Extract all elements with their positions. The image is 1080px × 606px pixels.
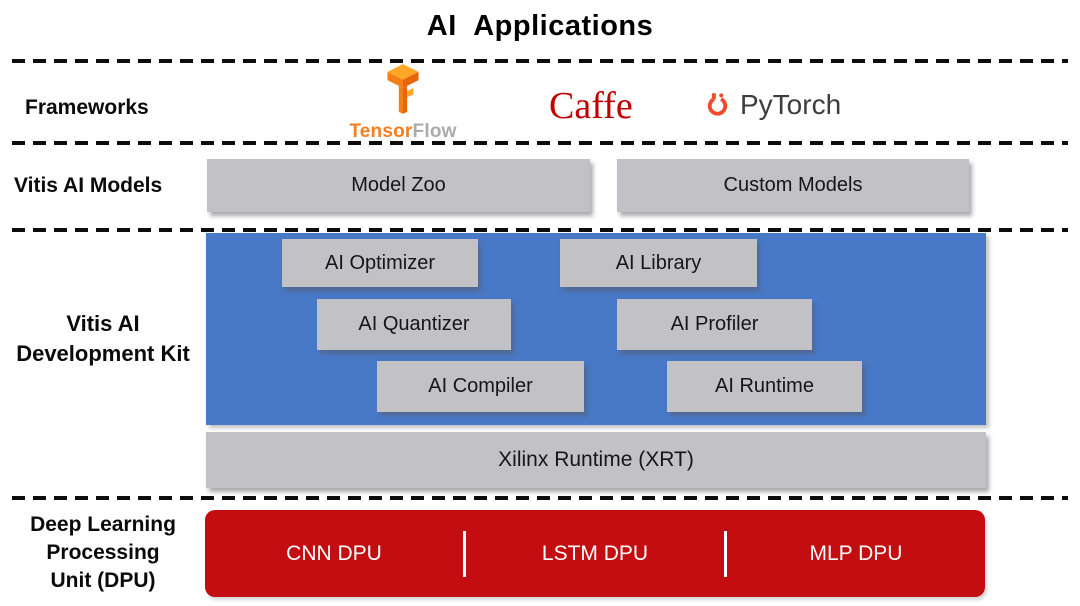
custom-models-box: Custom Models — [617, 159, 969, 212]
dpu-divider-2 — [724, 530, 727, 577]
tensorflow-wordmark-flow: Flow — [412, 121, 457, 142]
caffe-logo: Caffe — [549, 85, 633, 127]
ai-compiler-box: AI Compiler — [377, 361, 584, 412]
devkit-label-line2: Development Kit — [16, 341, 190, 366]
dpu-divider-1 — [463, 530, 466, 577]
tensorflow-logo: TensorFlow — [347, 62, 459, 143]
devkit-label-line1: Vitis AI — [66, 311, 140, 336]
separator-line-3 — [12, 228, 1068, 232]
dpu-label-line2: Processing — [46, 541, 160, 564]
ai-runtime-box: AI Runtime — [667, 361, 862, 412]
dpu-label-line1: Deep Learning — [30, 513, 176, 536]
separator-line-4 — [12, 496, 1068, 500]
pytorch-icon — [707, 93, 728, 116]
separator-line-2 — [12, 141, 1068, 145]
separator-line-1 — [12, 59, 1068, 63]
models-row-label: Vitis AI Models — [14, 174, 163, 197]
cnn-dpu-label: CNN DPU — [286, 541, 382, 565]
pytorch-logo: PyTorch — [702, 88, 841, 121]
page-title: AI Applications — [426, 10, 654, 42]
dpu-section-label: Deep Learning Processing Unit (DPU) — [0, 511, 206, 595]
tensorflow-wordmark-tensor: Tensor — [349, 121, 413, 142]
ai-profiler-box: AI Profiler — [617, 299, 812, 350]
ai-library-box: AI Library — [560, 239, 757, 287]
tensorflow-icon — [387, 64, 419, 114]
frameworks-row-label: Frameworks — [25, 96, 149, 119]
dpu-label-line3: Unit (DPU) — [50, 569, 156, 592]
devkit-section-label: Vitis AI Development Kit — [0, 309, 206, 369]
pytorch-wordmark: PyTorch — [740, 88, 842, 120]
ai-quantizer-box: AI Quantizer — [317, 299, 511, 350]
dpu-bar: CNN DPU LSTM DPU MLP DPU — [205, 510, 985, 597]
tensorflow-wordmark: TensorFlow — [347, 121, 459, 143]
model-zoo-box: Model Zoo — [207, 159, 590, 212]
mlp-dpu-label: MLP DPU — [809, 541, 903, 565]
ai-optimizer-box: AI Optimizer — [282, 239, 478, 287]
xilinx-runtime-bar: Xilinx Runtime (XRT) — [206, 432, 986, 488]
lstm-dpu-label: LSTM DPU — [541, 541, 649, 565]
